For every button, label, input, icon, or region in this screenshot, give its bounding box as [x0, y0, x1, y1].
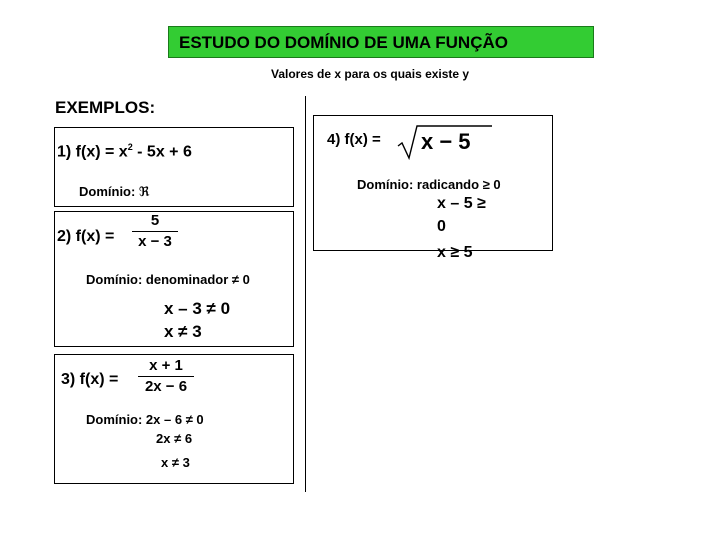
- example-3-label: 3) f(x) =: [61, 371, 119, 388]
- example-4-domain: Domínio: radicando ≥ 0: [357, 177, 501, 192]
- example-3-step-2: x ≠ 3: [161, 455, 190, 470]
- example-2-step-1: x – 3 ≠ 0: [164, 299, 231, 318]
- example-3-domain: Domínio: 2x – 6 ≠ 0: [86, 412, 204, 427]
- fraction-bar: [138, 376, 194, 377]
- radical-sign-icon: [397, 125, 492, 161]
- example-1-label: 1) f(x) = x: [57, 143, 128, 161]
- example-2-label: 2) f(x) =: [57, 228, 115, 245]
- example-1-function: 1) f(x) = x2 - 5x + 6: [57, 142, 192, 161]
- example-3-step-1: 2x ≠ 6: [156, 431, 193, 446]
- page-subtitle: Valores de x para os quais existe y: [271, 67, 470, 81]
- title-box: ESTUDO DO DOMÍNIO DE UMA FUNÇÃO: [168, 26, 594, 58]
- example-3-numerator: x + 1: [149, 357, 183, 374]
- example-4-radicand: x − 5: [421, 129, 471, 154]
- example-2-numerator: 5: [150, 212, 160, 229]
- example-4-label: 4) f(x) =: [327, 131, 381, 148]
- example-3-denominator: 2x − 6: [144, 378, 188, 395]
- example-2-domain: Domínio: denominador ≠ 0: [86, 272, 250, 287]
- page-title: ESTUDO DO DOMÍNIO DE UMA FUNÇÃO: [179, 33, 508, 52]
- example-1-domain: Domínio: ℜ: [79, 184, 150, 199]
- example-4-step-1b: 0: [437, 218, 446, 235]
- example-4-step-1a: x – 5 ≥: [437, 195, 486, 212]
- column-divider: [305, 96, 306, 492]
- example-1-exponent: 2: [127, 142, 133, 152]
- example-4-step-2: x ≥ 5: [437, 244, 473, 261]
- example-3-fraction: x + 1 2x − 6: [138, 357, 194, 395]
- examples-heading: EXEMPLOS:: [55, 98, 156, 117]
- fraction-bar: [132, 231, 178, 232]
- example-2-step-2: x ≠ 3: [164, 322, 202, 341]
- example-1-rest: - 5x + 6: [132, 143, 192, 161]
- example-2-denominator: x − 3: [138, 233, 172, 250]
- example-3-box: [54, 354, 294, 484]
- example-2-box: [54, 211, 294, 347]
- example-2-fraction: 5 x − 3: [132, 212, 178, 250]
- example-1-box: [54, 127, 294, 207]
- example-4-box: [313, 115, 553, 251]
